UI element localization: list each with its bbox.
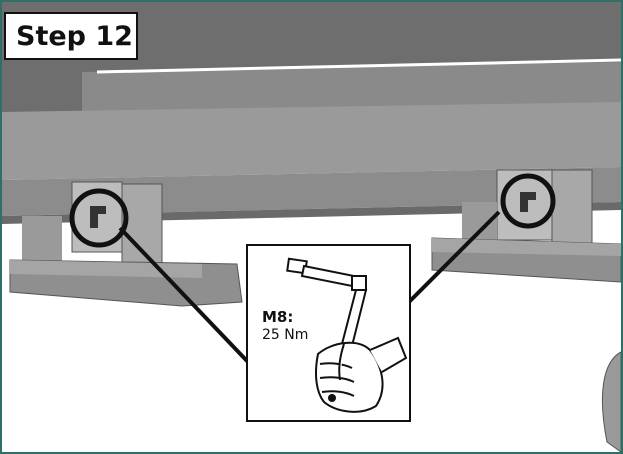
torque-value-label: 25 Nm [262,327,309,343]
step-title: Step 12 [4,12,138,60]
bolt-size-label: M8: [262,308,294,326]
torque-inset: M8: 25 Nm [246,244,411,422]
leader-line-left [118,226,250,364]
bolt-callout-circle-icon [500,173,556,229]
main-beam [2,102,621,180]
torque-spec: M8: 25 Nm [262,308,308,344]
cable-bundle [601,351,621,452]
torque-wrench-icon [286,257,408,413]
bolt-callout-circle-icon [69,188,129,248]
leader-line-right [407,210,501,304]
